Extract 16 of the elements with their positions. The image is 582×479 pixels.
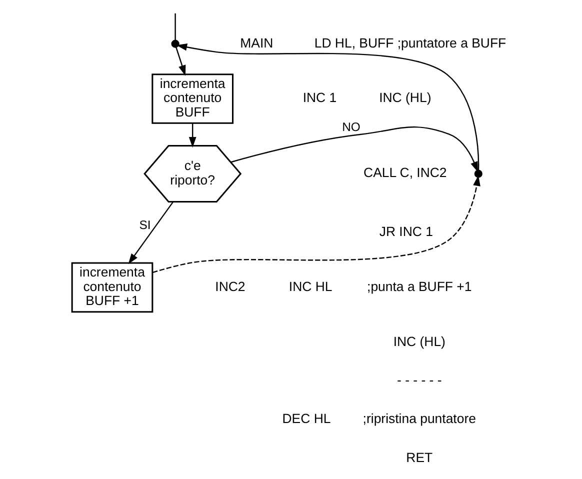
label: CALL C, INC2 <box>363 165 446 180</box>
label: DEC HL <box>282 411 330 426</box>
label: INC HL <box>288 278 332 294</box>
label: INC2 <box>214 278 245 294</box>
edge-label: SI <box>138 218 150 232</box>
label: ;punta a BUFF +1 <box>366 278 472 294</box>
label: JR INC 1 <box>378 224 432 239</box>
label: MAIN <box>240 35 273 50</box>
label: INC (HL) <box>392 334 445 349</box>
label: LD HL, BUFF ;puntatore a BUFF <box>314 35 506 50</box>
label: ;ripristina puntatore <box>362 411 476 426</box>
label: INC 1 <box>302 90 336 106</box>
label: INC (HL) <box>378 90 431 106</box>
edge-label: NO <box>342 120 360 134</box>
label: - - - - - - <box>396 372 442 388</box>
label: RET <box>406 450 432 465</box>
